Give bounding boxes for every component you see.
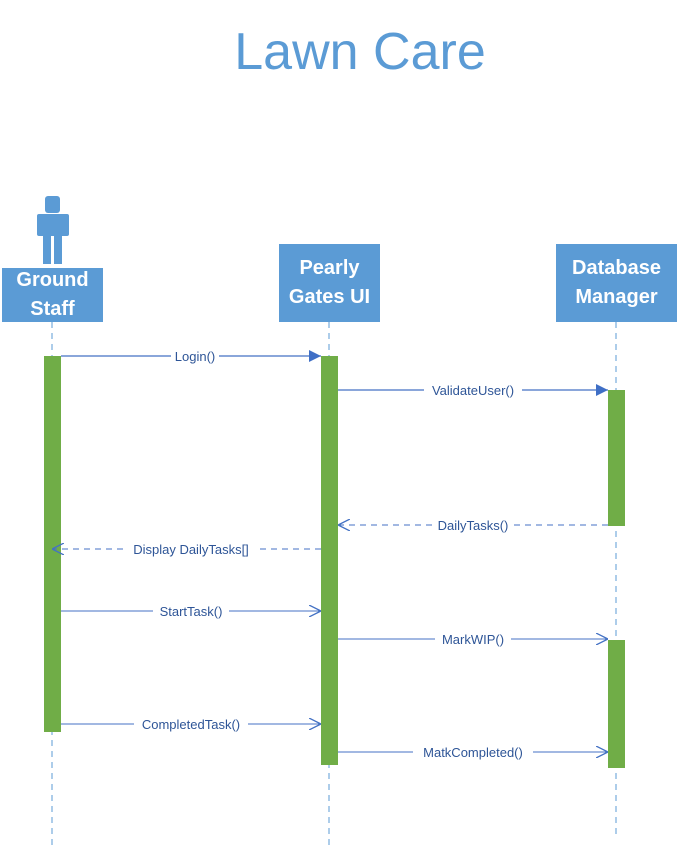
activation-ground-staff bbox=[44, 356, 61, 732]
participant-label-line2: Manager bbox=[575, 286, 658, 308]
message-matk-completed: MatkCompleted() bbox=[338, 744, 608, 760]
message-label: ValidateUser() bbox=[432, 383, 514, 398]
message-start-task: StartTask() bbox=[61, 603, 321, 619]
participant-ground-staff: Ground Staff bbox=[2, 268, 103, 322]
actor-person-icon bbox=[37, 196, 69, 264]
message-label: MatkCompleted() bbox=[423, 745, 523, 760]
participant-label-line1: Pearly bbox=[299, 257, 360, 279]
participant-label-line1: Database bbox=[572, 257, 661, 279]
participant-label-line1: Ground bbox=[16, 269, 89, 291]
message-completed-task: CompletedTask() bbox=[61, 716, 321, 732]
message-label: Display DailyTasks[] bbox=[133, 542, 249, 557]
participant-pearly-gates-ui: Pearly Gates UI bbox=[279, 244, 380, 322]
message-label: MarkWIP() bbox=[442, 632, 504, 647]
message-display-daily-tasks-return: Display DailyTasks[] bbox=[52, 541, 321, 557]
message-validate-user: ValidateUser() bbox=[338, 382, 608, 398]
activation-database-manager-2 bbox=[608, 640, 625, 768]
participant-database-manager: Database Manager bbox=[556, 244, 677, 322]
message-daily-tasks-return: DailyTasks() bbox=[338, 517, 608, 533]
message-label: StartTask() bbox=[160, 604, 223, 619]
message-mark-wip: MarkWIP() bbox=[338, 631, 608, 647]
message-label: CompletedTask() bbox=[142, 717, 240, 732]
message-label: DailyTasks() bbox=[438, 518, 509, 533]
message-label: Login() bbox=[175, 349, 215, 364]
activation-pearly-gates-ui bbox=[321, 356, 338, 765]
participant-label-line2: Staff bbox=[30, 298, 75, 320]
diagram-title: Lawn Care bbox=[234, 23, 486, 81]
message-login: Login() bbox=[61, 348, 321, 364]
activation-database-manager-1 bbox=[608, 390, 625, 526]
participant-label-line2: Gates UI bbox=[288, 286, 371, 308]
